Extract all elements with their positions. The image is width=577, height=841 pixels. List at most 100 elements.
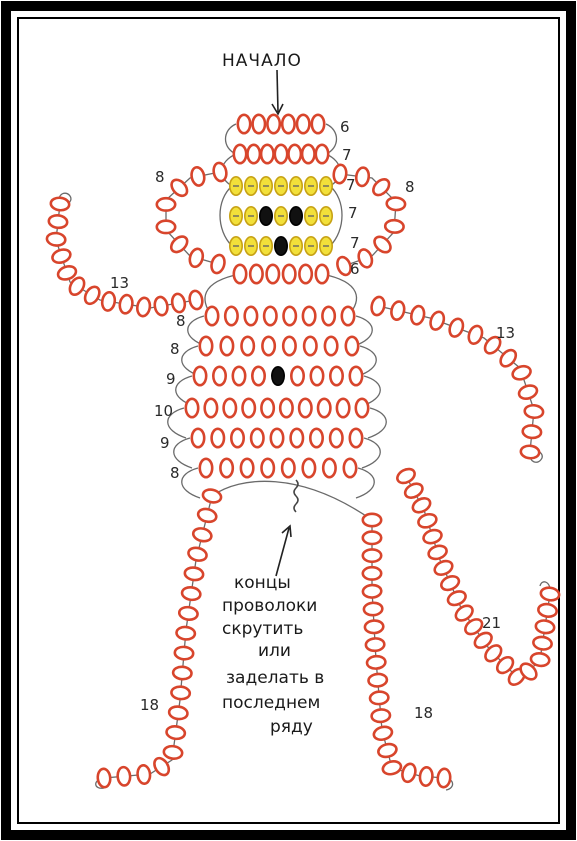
bead [157,221,175,233]
bead [213,367,225,385]
bead [210,253,227,274]
bead [166,725,186,740]
head-row-count: 7 [348,204,358,222]
bead [206,307,218,325]
bead [212,162,228,182]
bead [337,399,349,417]
bead [220,459,232,477]
bead [363,514,381,526]
bead [238,115,250,133]
body-row-count: 8 [170,464,180,482]
bead [284,307,296,325]
body-row-count: 10 [154,402,173,420]
head-row-count: 6 [350,260,360,278]
note-line-3: скрутить [222,619,303,639]
bead [157,198,175,210]
bead [363,532,381,544]
bead [253,115,265,133]
bead [350,367,362,385]
bead [137,765,151,784]
bead [250,265,262,283]
bead [171,686,190,700]
bead [371,709,390,723]
bead [184,566,204,581]
bead [283,337,295,355]
start-label: НАЧАЛО [222,51,302,71]
bead [303,307,315,325]
bead [372,725,393,742]
bead [446,589,468,608]
bead [466,324,484,346]
tail-count: 21 [482,614,501,632]
bead [363,585,382,598]
bead [194,367,206,385]
bead [261,145,273,163]
bead [262,337,274,355]
bead [517,383,538,401]
bead [433,559,455,578]
note-line-6: последнем [222,693,320,713]
ear-right-count: 8 [405,178,415,196]
bead [264,307,276,325]
body-row-count: 8 [176,312,186,330]
bead [233,367,245,385]
bead [410,305,426,326]
bead [363,567,381,579]
bead [202,488,223,504]
bead [117,767,131,786]
bead [419,767,433,786]
bead [190,166,206,186]
bead [181,586,201,601]
bead [316,145,328,163]
bead [537,603,557,618]
bead [243,399,255,417]
bead [291,367,303,385]
wire [356,468,374,498]
bead [242,337,254,355]
bead [192,429,204,447]
bead [364,602,383,615]
bead [318,399,330,417]
bead [248,145,260,163]
bead [302,145,314,163]
bead [205,399,217,417]
bead [261,399,273,417]
bead [171,293,186,313]
wire [212,481,372,520]
bead [192,527,213,543]
bead [310,429,322,447]
bead [46,232,66,246]
bead [241,459,253,477]
bead [197,507,218,523]
instruction-note: концы проволоки скрутить или заделать в … [222,573,324,737]
bead [311,367,323,385]
bead [520,445,539,459]
bead [200,337,212,355]
bead [224,399,236,417]
leg-right-count: 18 [414,704,433,722]
bead [178,606,198,621]
bead [532,636,552,651]
bead [290,207,302,225]
bead [282,115,294,133]
bead [173,666,192,680]
bead [234,265,246,283]
head-row-count: 7 [350,234,360,252]
note-line-5: заделать в [226,668,324,688]
bead [428,310,446,332]
bead [535,619,555,634]
bead [530,652,550,667]
head-row-count: 6 [340,118,350,136]
bead [299,399,311,417]
bead [231,429,243,447]
head-row-count: 7 [342,146,352,164]
bead [365,620,384,633]
bead [524,404,543,418]
bead [312,115,324,133]
bead [417,512,438,529]
bead [355,167,370,187]
bead [385,220,404,234]
bead [97,768,111,787]
bead [82,284,102,306]
bead [163,745,183,760]
